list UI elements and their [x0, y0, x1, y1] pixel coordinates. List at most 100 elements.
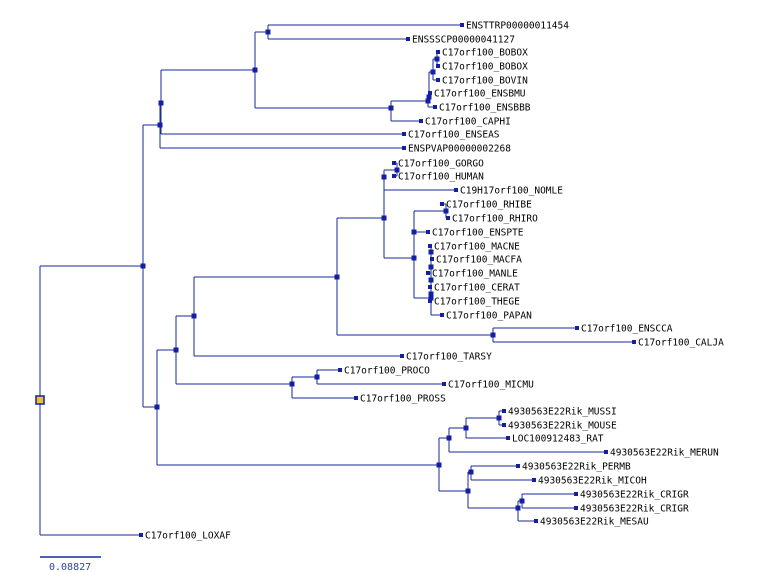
leaf-node[interactable] [428, 91, 432, 95]
leaf-node[interactable] [502, 409, 506, 413]
leaf-label: LOC100912483_RAT [512, 434, 604, 445]
internal-node[interactable] [314, 374, 320, 380]
leaf-label: C17orf100_CERAT [434, 283, 520, 294]
internal-node[interactable] [428, 291, 434, 297]
scale-bar-label: 0.08827 [49, 562, 91, 572]
leaf-node[interactable] [400, 354, 404, 358]
leaf-node[interactable] [534, 519, 538, 523]
leaf-node[interactable] [442, 382, 446, 386]
leaf-node[interactable] [419, 119, 423, 123]
leaf-node[interactable] [440, 202, 444, 206]
leaf-node[interactable] [440, 313, 444, 317]
internal-node[interactable] [388, 105, 394, 111]
leaf-label: C17orf100_CAPHI [425, 117, 511, 128]
leaf-node[interactable] [436, 64, 440, 68]
internal-node[interactable] [434, 56, 440, 62]
leaf-node[interactable] [506, 436, 510, 440]
root-node[interactable] [35, 395, 45, 405]
leaf-label: C17orf100_MACNE [434, 242, 520, 253]
internal-node[interactable] [154, 404, 160, 410]
leaf-node[interactable] [433, 105, 437, 109]
internal-node[interactable] [446, 435, 452, 441]
leaf-node[interactable] [426, 271, 430, 275]
internal-node[interactable] [173, 347, 179, 353]
leaf-node[interactable] [632, 340, 636, 344]
leaf-label: 4930563E22Rik_MESAU [540, 517, 649, 528]
leaf-label: 4930563E22Rik_MERUN [610, 448, 719, 459]
leaf-node[interactable] [502, 423, 506, 427]
internal-node[interactable] [158, 100, 164, 106]
internal-node[interactable] [436, 462, 442, 468]
leaf-node[interactable] [428, 244, 432, 248]
internal-node[interactable] [140, 263, 146, 269]
leaf-node[interactable] [460, 23, 464, 27]
internal-node[interactable] [428, 277, 434, 283]
leaf-node[interactable] [436, 50, 440, 54]
leaf-label: C19H17orf100_NOMLE [460, 186, 563, 197]
leaf-node[interactable] [574, 506, 578, 510]
leaf-node[interactable] [428, 285, 432, 289]
internal-node[interactable] [496, 415, 502, 421]
leaf-node[interactable] [430, 257, 434, 261]
leaf-label: C17orf100_CALJA [638, 338, 724, 349]
leaf-node[interactable] [516, 464, 520, 468]
internal-node[interactable] [430, 69, 436, 75]
leaf-label: C17orf100_ENSBBB [439, 103, 531, 114]
internal-node[interactable] [381, 215, 387, 221]
leaf-node[interactable] [436, 78, 440, 82]
leaf-label: C17orf100_PROCO [344, 366, 430, 377]
internal-node[interactable] [519, 498, 525, 504]
leaf-node[interactable] [139, 533, 143, 537]
internal-node[interactable] [381, 174, 387, 180]
leaf-node[interactable] [575, 326, 579, 330]
leaf-label: 4930563E22Rik_MUSSI [508, 407, 617, 418]
internal-node[interactable] [463, 425, 469, 431]
leaf-node[interactable] [604, 450, 608, 454]
leaf-label: C17orf100_GORGO [398, 159, 484, 170]
leaf-label: C17orf100_PROSS [360, 394, 446, 405]
leaf-node[interactable] [428, 299, 432, 303]
internal-node[interactable] [411, 255, 417, 261]
internal-node[interactable] [428, 249, 434, 255]
internal-node[interactable] [411, 229, 417, 235]
internal-node[interactable] [465, 488, 471, 494]
internal-node[interactable] [394, 167, 400, 173]
internal-node[interactable] [191, 313, 197, 319]
leaf-node[interactable] [406, 37, 410, 41]
leaf-label: C17orf100_PAPAN [446, 311, 532, 322]
leaf-node[interactable] [338, 368, 342, 372]
leaf-node[interactable] [426, 230, 430, 234]
leaf-label: 4930563E22Rik_CRIGR [580, 490, 689, 501]
leaf-node[interactable] [402, 146, 406, 150]
internal-node[interactable] [425, 98, 431, 104]
leaf-node[interactable] [574, 492, 578, 496]
internal-node[interactable] [490, 332, 496, 338]
leaf-label: C17orf100_RHIRO [452, 214, 538, 225]
internal-node[interactable] [157, 122, 163, 128]
internal-node[interactable] [515, 505, 521, 511]
leaf-node[interactable] [446, 216, 450, 220]
scale-bar: 0.08827 [40, 556, 101, 572]
internal-node[interactable] [252, 67, 258, 73]
internal-node[interactable] [265, 29, 271, 35]
leaf-node[interactable] [454, 188, 458, 192]
leaf-node[interactable] [532, 478, 536, 482]
leaf-node[interactable] [402, 132, 406, 136]
leaf-node[interactable] [392, 174, 396, 178]
leaf-label: ENSSSCP00000041127 [412, 35, 515, 46]
internal-node[interactable] [428, 264, 434, 270]
leaf-node[interactable] [392, 161, 396, 165]
internal-node[interactable] [289, 381, 295, 387]
leaf-label: C17orf100_MANLE [432, 269, 518, 280]
internal-node[interactable] [428, 295, 434, 301]
internal-node[interactable] [426, 94, 432, 100]
leaf-label: 4930563E22Rik_CRIGR [580, 504, 689, 515]
leaf-label: C17orf100_BOBOX [442, 48, 528, 59]
internal-node[interactable] [443, 208, 449, 214]
leaf-node[interactable] [354, 396, 358, 400]
leaf-label: C17orf100_HUMAN [398, 172, 484, 183]
internal-node[interactable] [468, 469, 474, 475]
tree-branches [39, 24, 634, 536]
internal-node[interactable] [334, 274, 340, 280]
